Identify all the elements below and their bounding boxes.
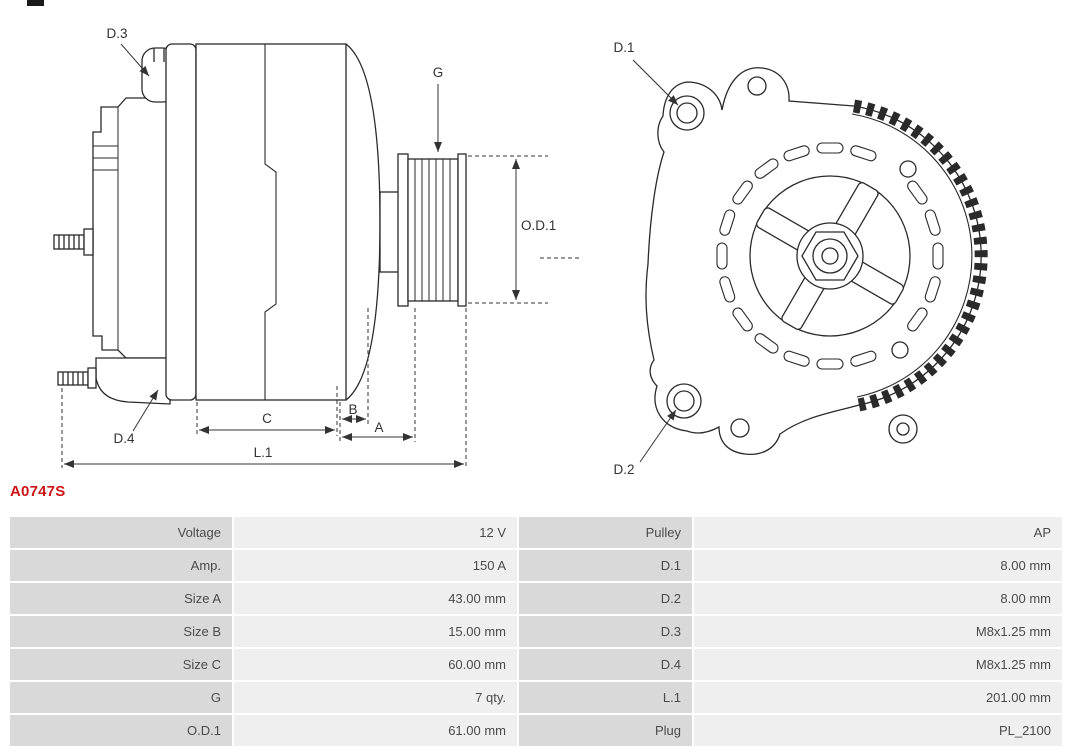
- spec-label: Pulley: [519, 517, 692, 548]
- spec-label: Plug: [519, 715, 692, 746]
- front-dimensions: [632, 59, 679, 463]
- dim-label-d1: D.1: [613, 40, 634, 55]
- mounting-hole-top: [747, 76, 767, 96]
- part-number: A0747S: [10, 483, 66, 500]
- spec-label: O.D.1: [10, 715, 232, 746]
- bolt-boss-upper: [899, 160, 917, 178]
- front-bracket-bulge: [345, 43, 381, 401]
- spec-label: Amp.: [10, 550, 232, 581]
- dim-label-c: C: [262, 411, 272, 426]
- bottom-lug: [95, 357, 171, 405]
- dim-label-b: B: [348, 402, 357, 417]
- spec-value: 8.00 mm: [694, 583, 1062, 614]
- mounting-hole-d2: [666, 383, 702, 419]
- technical-drawing: D.3 G O.D.1 D.4 C B A L.1: [0, 6, 1080, 486]
- pulley-side: [397, 153, 467, 307]
- dim-label-g: G: [433, 65, 444, 80]
- spec-value: 60.00 mm: [234, 649, 517, 680]
- mounting-hole-d1: [669, 95, 705, 131]
- spec-label: Size A: [10, 583, 232, 614]
- spec-label: Size C: [10, 649, 232, 680]
- spec-label: G: [10, 682, 232, 713]
- spec-value: 150 A: [234, 550, 517, 581]
- vent-slots: [716, 142, 944, 370]
- spec-label: D.4: [519, 649, 692, 680]
- dim-label-d2: D.2: [613, 462, 634, 477]
- bolt-boss-lower: [891, 341, 909, 359]
- stator-teeth: [852, 99, 988, 412]
- spec-value: 7 qty.: [234, 682, 517, 713]
- spec-value: 15.00 mm: [234, 616, 517, 647]
- spec-label: D.3: [519, 616, 692, 647]
- mounting-hole-bottom: [730, 418, 750, 438]
- dim-label-od1: O.D.1: [521, 218, 556, 233]
- spec-label: D.2: [519, 583, 692, 614]
- pulley-front: [749, 175, 911, 337]
- spec-value: 8.00 mm: [694, 550, 1062, 581]
- terminal-stud: [53, 228, 94, 256]
- spec-value: 201.00 mm: [694, 682, 1062, 713]
- shaft-spacer: [379, 191, 401, 273]
- spec-value: 43.00 mm: [234, 583, 517, 614]
- spec-label: D.1: [519, 550, 692, 581]
- alternator-drawing-svg: D.3 G O.D.1 D.4 C B A L.1: [53, 26, 988, 477]
- spec-value: 61.00 mm: [234, 715, 517, 746]
- spec-label: L.1: [519, 682, 692, 713]
- spec-value: AP: [694, 517, 1062, 548]
- side-view: [53, 43, 467, 405]
- front-view: [645, 67, 988, 456]
- dim-label-a: A: [374, 420, 383, 435]
- spec-value: M8x1.25 mm: [694, 616, 1062, 647]
- spec-value: 12 V: [234, 517, 517, 548]
- rear-housing-outline: [92, 97, 170, 359]
- spec-value: M8x1.25 mm: [694, 649, 1062, 680]
- dim-label-d4: D.4: [113, 431, 135, 446]
- dim-label-d3: D.3: [106, 26, 127, 41]
- dim-label-l1: L.1: [254, 445, 273, 460]
- spec-label: Voltage: [10, 517, 232, 548]
- main-body: [195, 43, 347, 401]
- bottom-stud: [57, 367, 97, 389]
- spec-table: Voltage 12 V Pulley AP Amp. 150 A D.1 8.…: [10, 517, 1062, 746]
- front-flange: [165, 43, 197, 401]
- spec-value: PL_2100: [694, 715, 1062, 746]
- side-dimensions: [61, 43, 582, 468]
- spec-label: Size B: [10, 616, 232, 647]
- logo-fragment: [27, 0, 44, 6]
